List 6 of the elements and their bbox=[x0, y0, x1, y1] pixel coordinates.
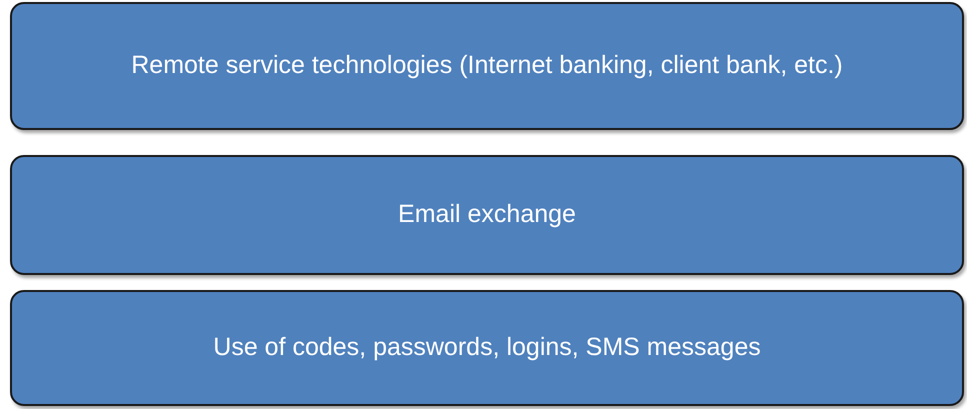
process-box bbox=[10, 155, 964, 275]
box-text: Email exchange bbox=[398, 199, 576, 230]
process-box bbox=[10, 290, 964, 406]
process-box bbox=[10, 2, 964, 130]
box-text: Remote service technologies (Internet banking, client bank, etc.) bbox=[131, 50, 843, 82]
box-text: Use of codes, passwords, logins, SMS messages bbox=[213, 332, 761, 364]
